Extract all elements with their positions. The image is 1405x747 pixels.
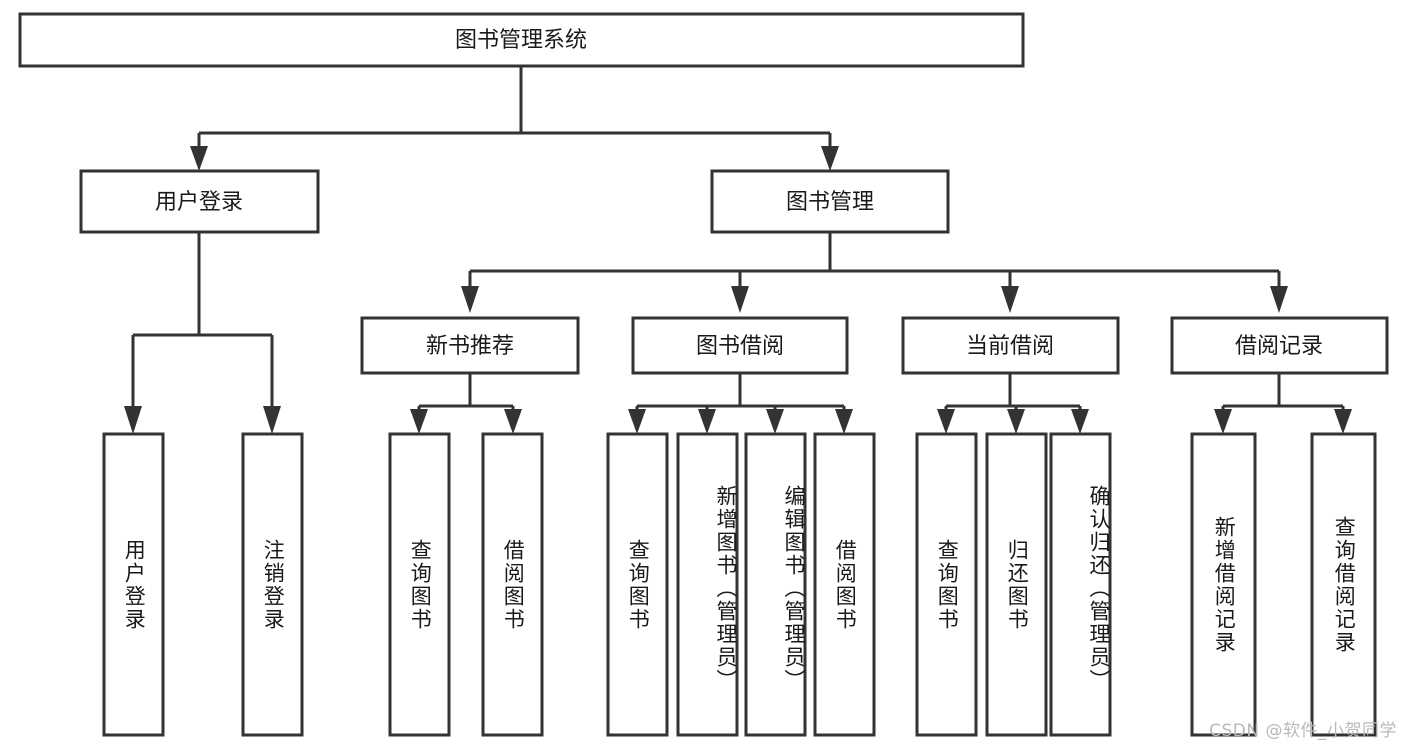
- node-user-login-label: 用户登录: [155, 190, 243, 215]
- arrow-down-icon: [504, 409, 522, 434]
- arrow-down-icon: [124, 406, 142, 434]
- connector-root-to-level2: [190, 66, 839, 171]
- arrow-down-icon: [1334, 409, 1352, 434]
- leaf-box-book-borrow-3[interactable]: [813, 432, 876, 737]
- arrow-down-icon: [410, 409, 428, 434]
- leaf-box-new-book-recommend-0[interactable]: [388, 432, 451, 737]
- node-current-borrow[interactable]: 当前借阅: [901, 316, 1120, 375]
- arrow-down-icon: [698, 409, 716, 434]
- leaf-box-borrow-record-0[interactable]: [1190, 432, 1257, 737]
- node-user-login-box[interactable]: [79, 169, 320, 234]
- arrow-down-icon: [190, 146, 208, 171]
- arrow-down-icon: [628, 409, 646, 434]
- arrow-down-icon: [937, 409, 955, 434]
- arrow-down-icon: [1007, 409, 1025, 434]
- leaf-box-book-borrow-1[interactable]: [676, 432, 739, 737]
- leaf-box-borrow-record-1[interactable]: [1310, 432, 1377, 737]
- arrow-down-icon: [1270, 286, 1288, 313]
- node-root-box[interactable]: [18, 12, 1025, 68]
- node-current-borrow-box[interactable]: [901, 316, 1120, 375]
- arrow-down-icon: [263, 406, 281, 434]
- connector-borrow-record-to-leaves: [1214, 373, 1352, 434]
- leaf-box-book-borrow-0[interactable]: [606, 432, 669, 737]
- node-root[interactable]: 图书管理系统: [18, 12, 1025, 68]
- leaf-box-current-borrow-1[interactable]: [985, 432, 1048, 737]
- node-user-login[interactable]: 用户登录: [79, 169, 320, 234]
- node-borrow-record-label: 借阅记录: [1235, 334, 1323, 359]
- node-book-management[interactable]: 图书管理: [710, 169, 950, 234]
- node-borrow-record[interactable]: 借阅记录: [1170, 316, 1389, 375]
- leaf-box-current-borrow-2[interactable]: [1049, 432, 1112, 737]
- node-new-book-recommend[interactable]: 新书推荐: [360, 316, 580, 375]
- connector-current-borrow-to-leaves: [937, 373, 1089, 434]
- arrow-down-icon: [731, 286, 749, 313]
- connector-book-management-to-level3: [461, 232, 1288, 313]
- leaf-box-user-login-0[interactable]: [102, 432, 165, 737]
- leaf-box-new-book-recommend-1[interactable]: [481, 432, 544, 737]
- leaf-box-current-borrow-0[interactable]: [915, 432, 978, 737]
- node-new-book-recommend-label: 新书推荐: [426, 334, 514, 359]
- leaf-box-book-borrow-2[interactable]: [744, 432, 807, 737]
- arrow-down-icon: [1214, 409, 1232, 434]
- connector-book-borrow-to-leaves: [628, 373, 853, 434]
- node-book-management-label: 图书管理: [786, 190, 874, 215]
- node-book-borrow[interactable]: 图书借阅: [631, 316, 849, 375]
- arrow-down-icon: [1001, 286, 1019, 313]
- node-current-borrow-label: 当前借阅: [966, 334, 1054, 359]
- node-root-label: 图书管理系统: [455, 28, 587, 53]
- node-book-borrow-label: 图书借阅: [696, 334, 784, 359]
- leaf-box-user-login-1[interactable]: [241, 432, 304, 737]
- node-new-book-recommend-box[interactable]: [360, 316, 580, 375]
- arrow-down-icon: [835, 409, 853, 434]
- arrow-down-icon: [766, 409, 784, 434]
- arrow-down-icon: [461, 286, 479, 313]
- arrow-down-icon: [1071, 409, 1089, 434]
- csdn-watermark: CSDN @软件_小贺同学: [1209, 721, 1397, 741]
- connector-user-login-to-leaves: [124, 232, 281, 434]
- connector-new-book-recommend-to-leaves: [410, 373, 522, 434]
- arrow-down-icon: [821, 146, 839, 171]
